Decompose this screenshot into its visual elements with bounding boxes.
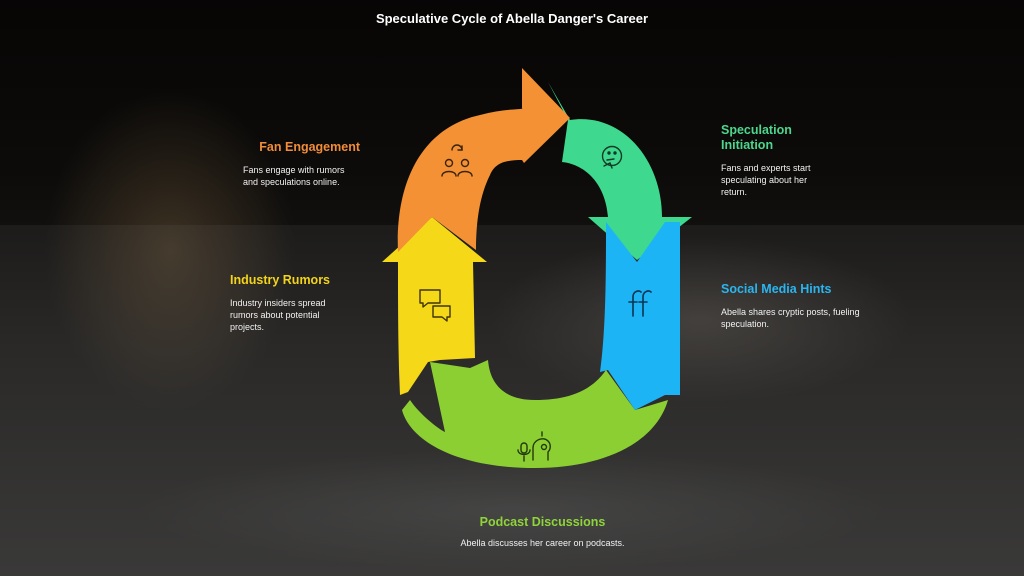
arrow-fan-engagement: [397, 68, 570, 252]
thinking-face-icon: [601, 145, 623, 169]
stage-speculation-initiation: Speculation Initiation Fans and experts …: [721, 123, 831, 198]
stage-heading: Social Media Hints: [721, 282, 832, 296]
stage-description: Industry insiders spread rumors about po…: [230, 298, 326, 332]
stage-description: Abella discusses her career on podcasts.: [460, 538, 625, 548]
stage-heading: Fan Engagement: [259, 140, 360, 154]
stage-industry-rumors: Industry Rumors Industry insiders spread…: [230, 273, 350, 333]
stage-heading: Podcast Discussions: [479, 515, 606, 529]
stage-fan-engagement: Fan Engagement Fans engage with rumors a…: [243, 140, 360, 188]
stage-heading: Industry Rumors: [230, 273, 331, 287]
people-refresh-icon: [441, 144, 473, 177]
stage-social-media-hints: Social Media Hints Abella shares cryptic…: [721, 282, 861, 330]
stage-description: Fans engage with rumors and speculations…: [243, 165, 345, 187]
arrow-speculation-initiation: [548, 82, 692, 260]
stage-heading: Speculation Initiation: [721, 123, 792, 152]
diagram-title: Speculative Cycle of Abella Danger's Car…: [375, 11, 649, 26]
stage-description: Abella shares cryptic posts, fueling spe…: [721, 307, 860, 329]
arrow-social-media-hints: [600, 222, 680, 410]
microphone-head-icon: [517, 431, 551, 462]
stage-description: Fans and experts start speculating about…: [721, 163, 811, 197]
ff-glyph-icon: [628, 290, 652, 317]
stage-podcast-discussions: Podcast Discussions Abella discusses her…: [455, 515, 630, 549]
arrow-podcast-discussions: [402, 360, 668, 468]
chat-bubbles-icon: [419, 289, 451, 322]
